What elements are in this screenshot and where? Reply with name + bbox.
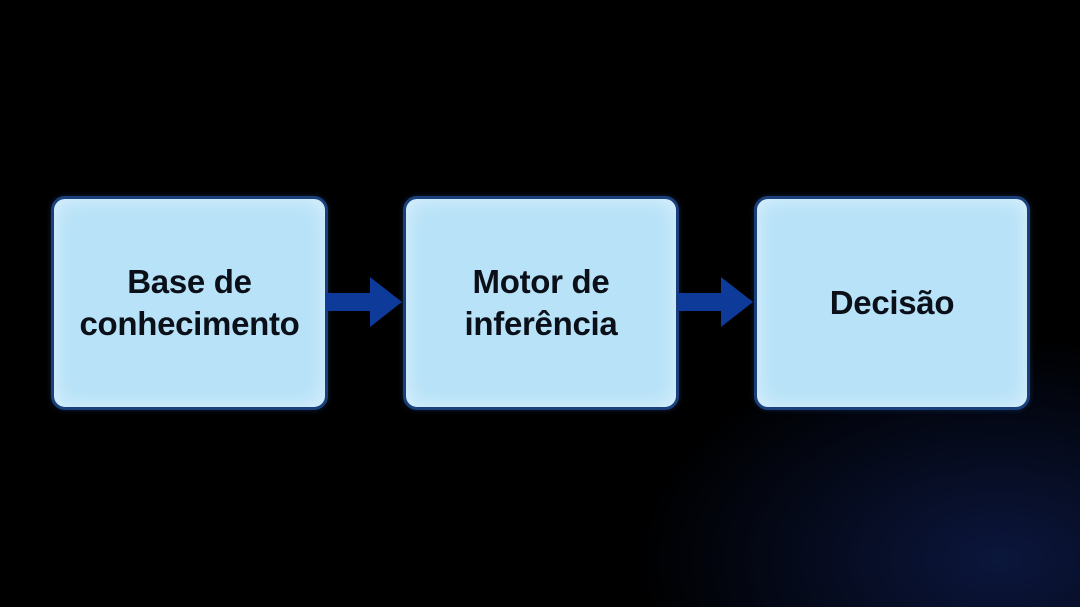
node-label-decisao: Decisão bbox=[829, 284, 955, 321]
arrow-shape bbox=[677, 277, 753, 327]
node-label-motor-de-inferencia: Motor de inferência bbox=[464, 263, 618, 342]
arrow-shape bbox=[326, 277, 402, 327]
node-motor-de-inferencia: Motor de inferência bbox=[403, 196, 679, 410]
node-decisao: Decisão bbox=[754, 196, 1030, 410]
node-label-base-de-conhecimento: Base de conhecimento bbox=[79, 263, 300, 342]
node-base-de-conhecimento: Base de conhecimento bbox=[51, 196, 328, 410]
arrow-motor-to-decisao bbox=[677, 277, 753, 327]
arrow-base-to-motor bbox=[326, 277, 402, 327]
